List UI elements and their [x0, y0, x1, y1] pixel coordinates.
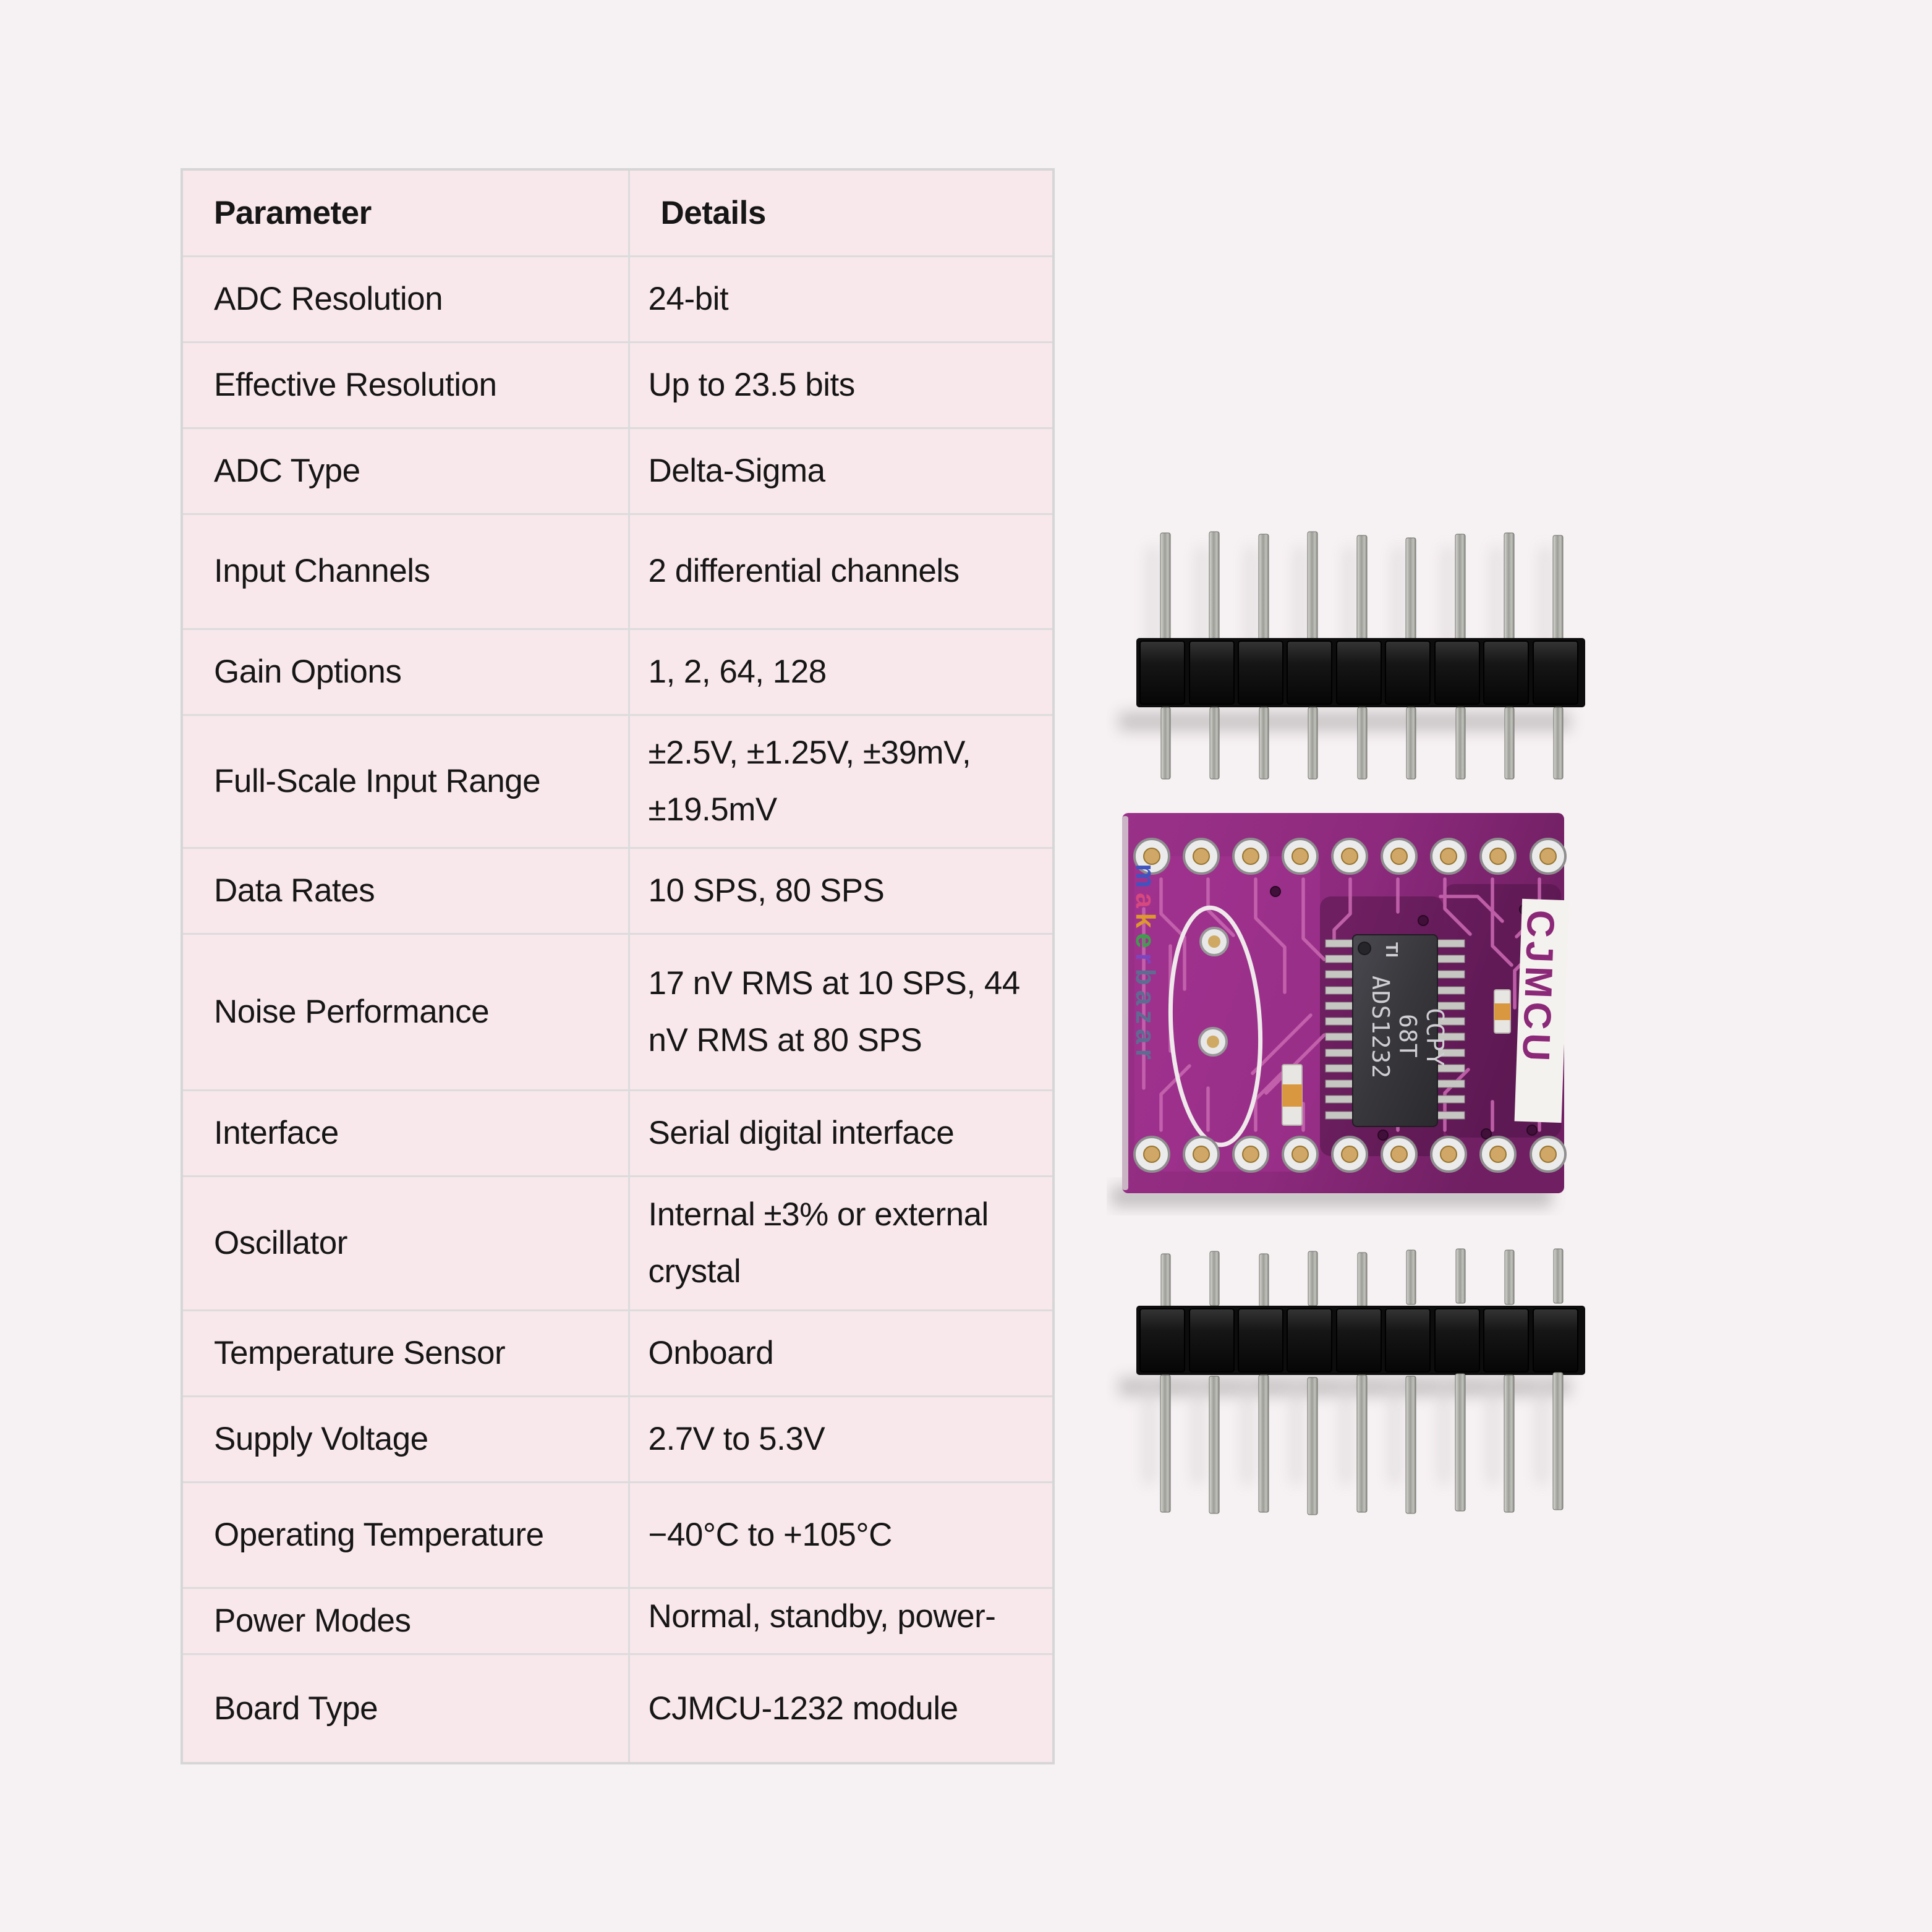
value-cell: Delta-Sigma	[628, 427, 1055, 515]
value-cell: 10 SPS, 80 SPS	[628, 846, 1055, 935]
table-header-row: Parameter Details	[181, 168, 1055, 257]
chip-pin1-dot	[1358, 942, 1371, 955]
value-cell: −40°C to +105°C	[628, 1481, 1055, 1589]
param-cell: Effective Resolution	[181, 341, 630, 429]
table-row: Interface Serial digital interface	[181, 1089, 1055, 1177]
adc-chip: TI ADS1232 68T CCPY	[1325, 934, 1465, 1127]
table-row: Full-Scale Input Range ±2.5V, ±1.25V, ±3…	[181, 713, 1055, 849]
table-row: Gain Options 1, 2, 64, 128	[181, 628, 1055, 716]
crystal-pad	[1198, 1027, 1228, 1057]
param-cell: Full-Scale Input Range	[181, 713, 630, 849]
col-header-parameter: Parameter	[181, 168, 630, 257]
board-edge-highlight	[1122, 816, 1128, 1190]
label-background	[1514, 898, 1570, 1123]
table-row: Temperature Sensor Onboard	[181, 1309, 1055, 1397]
param-cell: Oscillator	[181, 1175, 630, 1311]
param-cell: Power Modes	[181, 1586, 630, 1655]
param-cell: ADC Type	[181, 427, 630, 515]
value-cell: 1, 2, 64, 128	[628, 628, 1055, 716]
table-row: Oscillator Internal ±3% or external crys…	[181, 1175, 1055, 1311]
param-cell: Board Type	[181, 1653, 630, 1764]
table-row: Board Type CJMCU-1232 module	[181, 1653, 1055, 1764]
smd-capacitor	[1494, 989, 1511, 1034]
value-cell: 2 differential channels	[628, 513, 1055, 630]
pcb-board: TI ADS1232 68T CCPY CJMCU makerbazar	[1112, 813, 1570, 1207]
param-cell: Temperature Sensor	[181, 1309, 630, 1397]
param-cell: Input Channels	[181, 513, 630, 630]
label-text: CJMCU	[1514, 909, 1562, 1066]
value-cell: 17 nV RMS at 10 SPS, 44 nV RMS at 80 SPS	[628, 932, 1055, 1091]
table-row: Effective Resolution Up to 23.5 bits	[181, 341, 1055, 429]
param-cell: ADC Resolution	[181, 255, 630, 343]
module-photo-svg: TI ADS1232 68T CCPY CJMCU makerbazar	[1112, 531, 1585, 1515]
value-cell: Normal, standby, power-down	[628, 1586, 1055, 1655]
table-row: Data Rates 10 SPS, 80 SPS	[181, 846, 1055, 935]
table-row: ADC Type Delta-Sigma	[181, 427, 1055, 515]
table-row: ADC Resolution 24-bit	[181, 255, 1055, 343]
clipped-value: Normal, standby, power-down	[648, 1598, 996, 1652]
crystal-pad	[1199, 927, 1229, 956]
table-row: Power Modes Normal, standby, power-down	[181, 1586, 1055, 1655]
param-cell: Data Rates	[181, 846, 630, 935]
value-cell: Onboard	[628, 1309, 1055, 1397]
param-cell: Interface	[181, 1089, 630, 1177]
pad-row-top	[1133, 838, 1567, 875]
crystal-silkscreen-outline	[1168, 905, 1263, 1147]
value-cell: CJMCU-1232 module	[628, 1653, 1055, 1764]
cjmcu-label: CJMCU	[1514, 898, 1570, 1123]
value-cell: Serial digital interface	[628, 1089, 1055, 1177]
param-cell: Noise Performance	[181, 932, 630, 1091]
smd-capacitor	[1282, 1064, 1303, 1126]
pin-header-top-shadow	[1119, 547, 1570, 731]
ti-logo: TI	[1382, 942, 1402, 958]
param-cell: Supply Voltage	[181, 1395, 630, 1483]
chip-marking: ADS1232 68T CCPY	[1367, 976, 1449, 1094]
pin-header-bottom	[1119, 1248, 1585, 1515]
spec-table: Parameter Details ADC Resolution 24-bit …	[181, 168, 1055, 1764]
value-cell: Up to 23.5 bits	[628, 341, 1055, 429]
value-cell: 24-bit	[628, 255, 1055, 343]
table-row: Supply Voltage 2.7V to 5.3V	[181, 1395, 1055, 1483]
table-row: Noise Performance 17 nV RMS at 10 SPS, 4…	[181, 932, 1055, 1091]
table-row: Operating Temperature −40°C to +105°C	[181, 1481, 1055, 1589]
table-row: Input Channels 2 differential channels	[181, 513, 1055, 630]
pin-header-bottom-shadow	[1119, 1377, 1570, 1484]
col-header-details: Details	[628, 168, 1055, 257]
product-photo: TI ADS1232 68T CCPY CJMCU makerbazar	[1107, 513, 1651, 1533]
makerbazar-watermark: makerbazar	[1130, 864, 1160, 1065]
param-cell: Gain Options	[181, 628, 630, 716]
chip-body	[1352, 934, 1438, 1127]
svg-text:ADS1232 68T: ADS1232 68T CCPY	[1367, 976, 1449, 1094]
value-cell: 2.7V to 5.3V	[628, 1395, 1055, 1483]
param-cell: Operating Temperature	[181, 1481, 630, 1589]
value-cell: ±2.5V, ±1.25V, ±39mV, ±19.5mV	[628, 713, 1055, 849]
pad-row-bottom	[1133, 1136, 1567, 1173]
value-cell: Internal ±3% or external crystal	[628, 1175, 1055, 1311]
pin-header-top	[1119, 531, 1585, 780]
